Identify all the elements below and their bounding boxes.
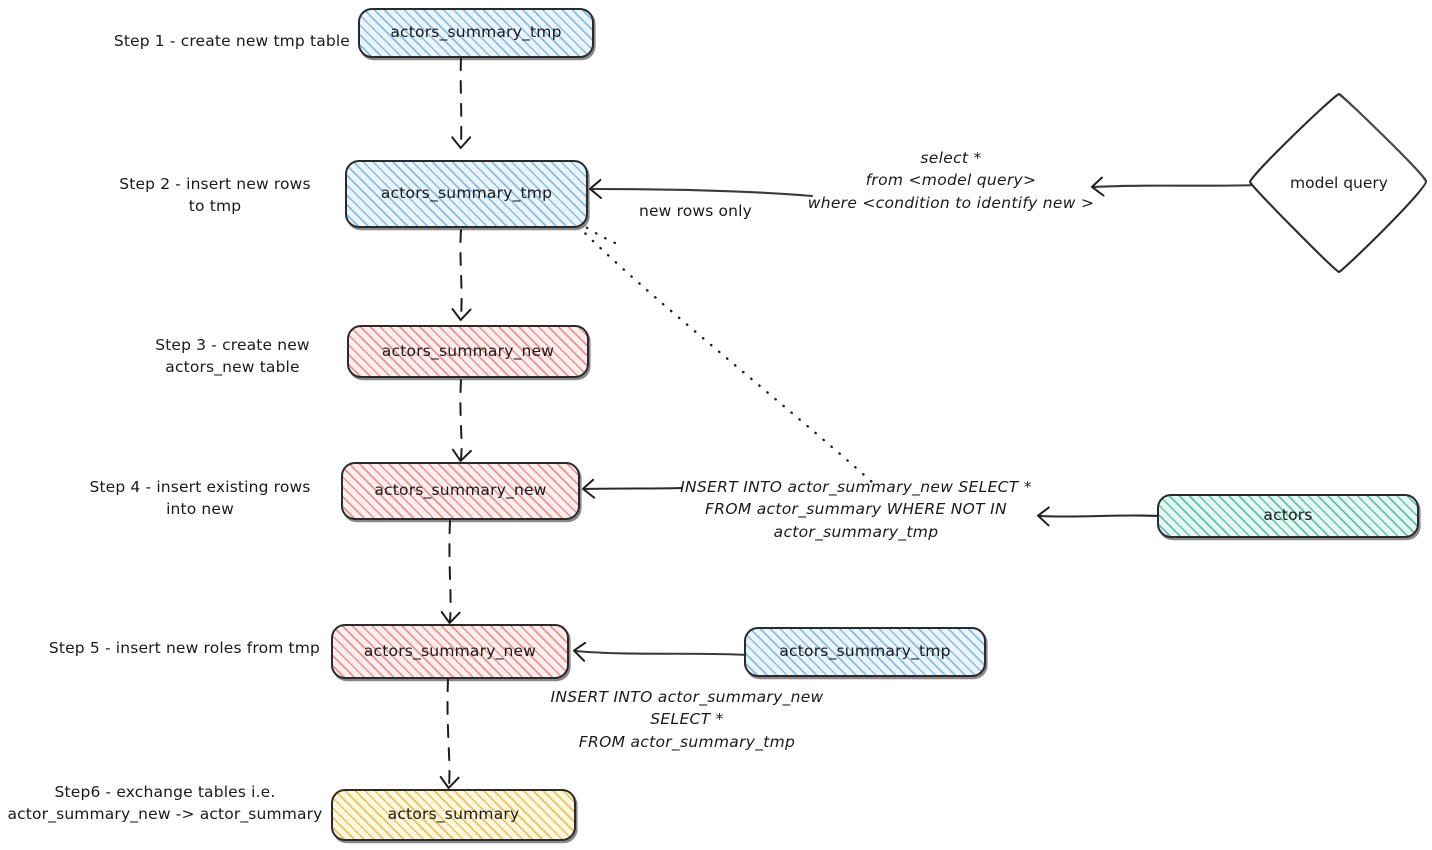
node-actors-summary-new-step5[interactable]: actors_summary_new <box>331 624 569 679</box>
node-actors-summary-final[interactable]: actors_summary <box>331 789 576 841</box>
connector-tmp-to-step5 <box>573 641 750 662</box>
connector-step2-to-step3 <box>451 229 472 321</box>
connector-step4-to-step5 <box>440 520 461 624</box>
node-label: model query <box>1290 174 1388 192</box>
connector-step3-to-step4 <box>451 379 472 462</box>
annotation-insert-new-roles-sql: INSERT INTO actor_summary_new SELECT * F… <box>550 688 824 751</box>
connector-modelquery-to-sql <box>1090 176 1260 197</box>
node-label: actors_summary_new <box>374 481 547 500</box>
node-label: actors_summary_new <box>381 341 555 360</box>
node-actors-source[interactable]: actors <box>1157 494 1419 538</box>
annotation-insert-existing-sql: INSERT INTO actor_summary_new SELECT * F… <box>680 478 1032 541</box>
node-actors-summary-tmp-step5[interactable]: actors_summary_tmp <box>744 627 986 677</box>
node-actors-summary-tmp-step1[interactable]: actors_summary_tmp <box>358 8 594 58</box>
node-actors-summary-tmp-step2[interactable]: actors_summary_tmp <box>345 160 588 228</box>
annotation-model-query-sql: select * from <model query> where <condi… <box>807 149 1095 212</box>
node-label: actors_summary_new <box>363 641 537 660</box>
diamond-shape <box>1248 92 1428 274</box>
connector-step2-dotted-to-step4-sql <box>576 220 874 484</box>
step-caption-6: Step6 - exchange tables i.e. actor_summa… <box>7 783 323 824</box>
node-label: actors_summary_tmp <box>380 184 553 203</box>
node-label: actors_summary_tmp <box>779 642 951 661</box>
node-model-query[interactable]: model query <box>1246 88 1432 278</box>
node-actors-summary-new-step3[interactable]: actors_summary_new <box>347 325 589 378</box>
node-label: actors <box>1263 506 1313 525</box>
connector-newrows-to-step2 <box>589 179 814 200</box>
step-caption-5: Step 5 - insert new roles from tmp <box>48 639 320 657</box>
node-label: actors_summary_tmp <box>390 23 562 42</box>
annotation-new-rows-only: new rows only <box>639 202 752 220</box>
step-caption-2: Step 2 - insert new rows to tmp <box>119 175 311 216</box>
connector-step5-to-step6 <box>439 678 460 789</box>
node-label: actors_summary <box>387 805 520 824</box>
step-caption-4: Step 4 - insert existing rows into new <box>89 478 311 519</box>
step-caption-3: Step 3 - create new actors_new table <box>155 336 310 377</box>
connector-step1-to-step2 <box>451 57 472 149</box>
connector-actors-to-sql <box>1037 506 1160 527</box>
node-actors-summary-new-step4[interactable]: actors_summary_new <box>341 462 580 520</box>
step-caption-1: Step 1 - create new tmp table <box>113 32 350 50</box>
connector-sql-to-step4 <box>581 478 684 499</box>
